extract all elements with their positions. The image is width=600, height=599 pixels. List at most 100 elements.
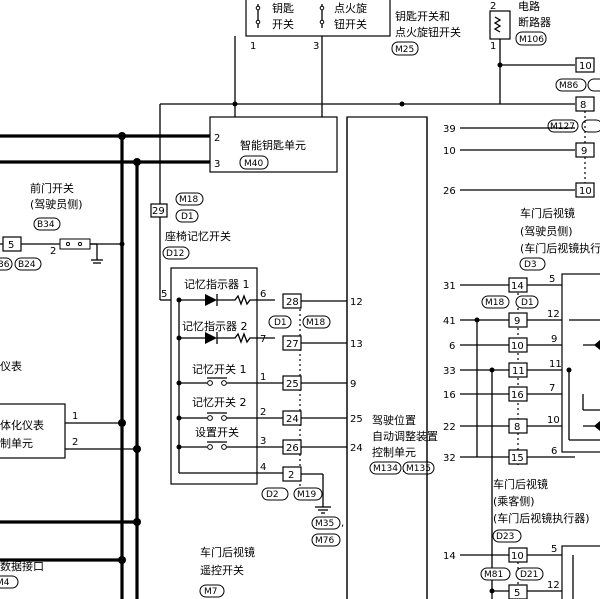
pin-label: 1 bbox=[250, 41, 256, 52]
door-mirror-pass-label-2: (乘客侧) bbox=[493, 494, 535, 508]
door-mirror-pass-label-3: (车门后视镜执行器) bbox=[493, 511, 590, 525]
pin-label: 2 bbox=[260, 407, 266, 418]
connector-label: M19 bbox=[297, 490, 316, 500]
terminal-label: 5 bbox=[514, 588, 520, 599]
connector-label: M18 bbox=[485, 298, 504, 308]
pin-label: 5 bbox=[551, 544, 557, 555]
data-link-label: 数据接口 bbox=[0, 559, 44, 573]
connector-label: M18 bbox=[179, 195, 198, 205]
cluster-unit-label-1: 体化仪表 bbox=[0, 418, 44, 432]
ignition-knob-label-2: 钮开关 bbox=[334, 17, 367, 31]
pin-label: 13 bbox=[350, 339, 363, 350]
circuit-breaker-label-2: 断路器 bbox=[518, 15, 551, 29]
pin-label: 26 bbox=[443, 186, 456, 197]
front-door-switch: 前门开关 (驾驶员侧) B34 5 2 36 B24 bbox=[0, 181, 125, 271]
front-door-switch-label-1: 前门开关 bbox=[30, 181, 74, 195]
connector-label: B24 bbox=[18, 260, 36, 270]
pin-label: 2 bbox=[490, 1, 496, 12]
seat-ctrl-label-1: 驾驶位置 bbox=[372, 413, 416, 427]
pin-label: 5 bbox=[549, 274, 555, 285]
connector-label: M76 bbox=[315, 536, 334, 546]
pin-label: 39 bbox=[443, 124, 456, 135]
pin-label: 2 bbox=[72, 437, 78, 448]
terminal-label: 10 bbox=[511, 341, 524, 352]
terminal-label: 27 bbox=[286, 339, 299, 350]
seat-mem-switch-label: 座椅记忆开关 bbox=[165, 229, 231, 243]
terminal-label: 16 bbox=[511, 390, 524, 401]
pin-label: 1 bbox=[72, 411, 78, 422]
door-mirror-pass-label-1: 车门后视镜 bbox=[493, 477, 548, 491]
pin-label: 24 bbox=[350, 443, 363, 454]
connector-label: M134 bbox=[373, 464, 398, 474]
cluster-partial-label: 仪表 bbox=[0, 359, 22, 373]
connector-label: D21 bbox=[520, 570, 538, 580]
pin-label: 12 bbox=[547, 580, 560, 591]
terminal-label: 8 bbox=[514, 422, 520, 433]
pin-label: 11 bbox=[549, 359, 562, 370]
pin-label: 7 bbox=[549, 383, 555, 394]
smart-key-unit: 智能钥匙单元 M40 2 3 bbox=[209, 116, 338, 173]
mirror-remote-label-2: 遥控开关 bbox=[200, 563, 244, 577]
connector-label: D12 bbox=[166, 249, 184, 259]
pin-label: 2 bbox=[214, 133, 220, 144]
pin-label: 22 bbox=[443, 422, 456, 433]
terminal-label: 8 bbox=[580, 100, 586, 111]
pin-label: 9 bbox=[551, 334, 557, 345]
door-mirror-drv-label-3: (车门后视镜执行器) bbox=[520, 241, 600, 255]
mem-sw-1-label: 记忆开关 1 bbox=[192, 362, 247, 376]
connector-label: M86 bbox=[559, 81, 578, 91]
pin-label: 12 bbox=[350, 297, 363, 308]
pin-label: 7 bbox=[260, 334, 266, 345]
connector-label: D1 bbox=[274, 318, 287, 328]
pin-label: 16 bbox=[443, 390, 456, 401]
pin-label: 3 bbox=[313, 41, 319, 52]
connector-label: M18 bbox=[306, 318, 325, 328]
set-switch-label: 设置开关 bbox=[195, 425, 239, 439]
pin-label: 12 bbox=[547, 309, 560, 320]
connector-label: B34 bbox=[37, 220, 55, 230]
pin-label: 9 bbox=[350, 379, 356, 390]
front-door-switch-label-2: (驾驶员侧) bbox=[30, 197, 83, 211]
pin-label: 33 bbox=[443, 366, 456, 377]
terminal-label: 14 bbox=[511, 281, 524, 292]
connector-label: M127 bbox=[550, 122, 575, 132]
connector-label: 36 bbox=[0, 260, 10, 270]
connector-label: D23 bbox=[496, 532, 514, 542]
pin-label: 25 bbox=[350, 414, 363, 425]
seat-ctrl-label-2: 自动调整装置 bbox=[372, 429, 438, 443]
door-mirror-drv-label-2: (驾驶员侧) bbox=[520, 224, 573, 238]
connector-label: M135 bbox=[406, 464, 431, 474]
separator-text: , bbox=[341, 518, 344, 529]
pin-label: 3 bbox=[214, 159, 220, 170]
terminal-label: 25 bbox=[286, 379, 299, 390]
smart-key-label: 智能钥匙单元 bbox=[240, 138, 306, 152]
terminal-label: 26 bbox=[286, 443, 299, 454]
pin-label: 31 bbox=[443, 281, 456, 292]
pin-label: 41 bbox=[443, 316, 456, 327]
terminal-label: 29 bbox=[152, 206, 165, 217]
terminal-label: 24 bbox=[286, 414, 299, 425]
connector-label: D1 bbox=[181, 212, 194, 222]
circuit-breaker-label-1: 电路 bbox=[518, 0, 540, 13]
connector-label: M7 bbox=[204, 587, 218, 597]
terminal-label: 10 bbox=[579, 186, 592, 197]
mirror-remote-label-1: 车门后视镜 bbox=[200, 545, 255, 559]
pin-label: 2 bbox=[50, 246, 56, 257]
key-ignition-switch: 钥匙 开关 点火旋 钮开关 bbox=[245, 0, 391, 37]
connector-label: D1 bbox=[521, 298, 534, 308]
mem-ind-1-label: 记忆指示器 1 bbox=[184, 277, 250, 291]
pin-label: 10 bbox=[547, 415, 560, 426]
terminal-label: 15 bbox=[511, 453, 524, 464]
terminal-label: 9 bbox=[581, 146, 587, 157]
door-mirror-drv-label-1: 车门后视镜 bbox=[520, 206, 575, 220]
seat-memory-switch-box: 记忆指示器 1 记忆指示器 2 记忆开关 1 记忆开关 2 设置开关 bbox=[170, 267, 283, 485]
connector-label: D2 bbox=[266, 490, 279, 500]
connector-label: M25 bbox=[395, 45, 414, 55]
mem-ind-2-label: 记忆指示器 2 bbox=[182, 319, 248, 333]
connector-label: D3 bbox=[524, 260, 537, 270]
pin-label: 32 bbox=[443, 453, 456, 464]
pin-label: 4 bbox=[260, 462, 266, 473]
key-switch-label-1: 钥匙 bbox=[272, 1, 294, 15]
connector-label: M81 bbox=[484, 570, 503, 580]
